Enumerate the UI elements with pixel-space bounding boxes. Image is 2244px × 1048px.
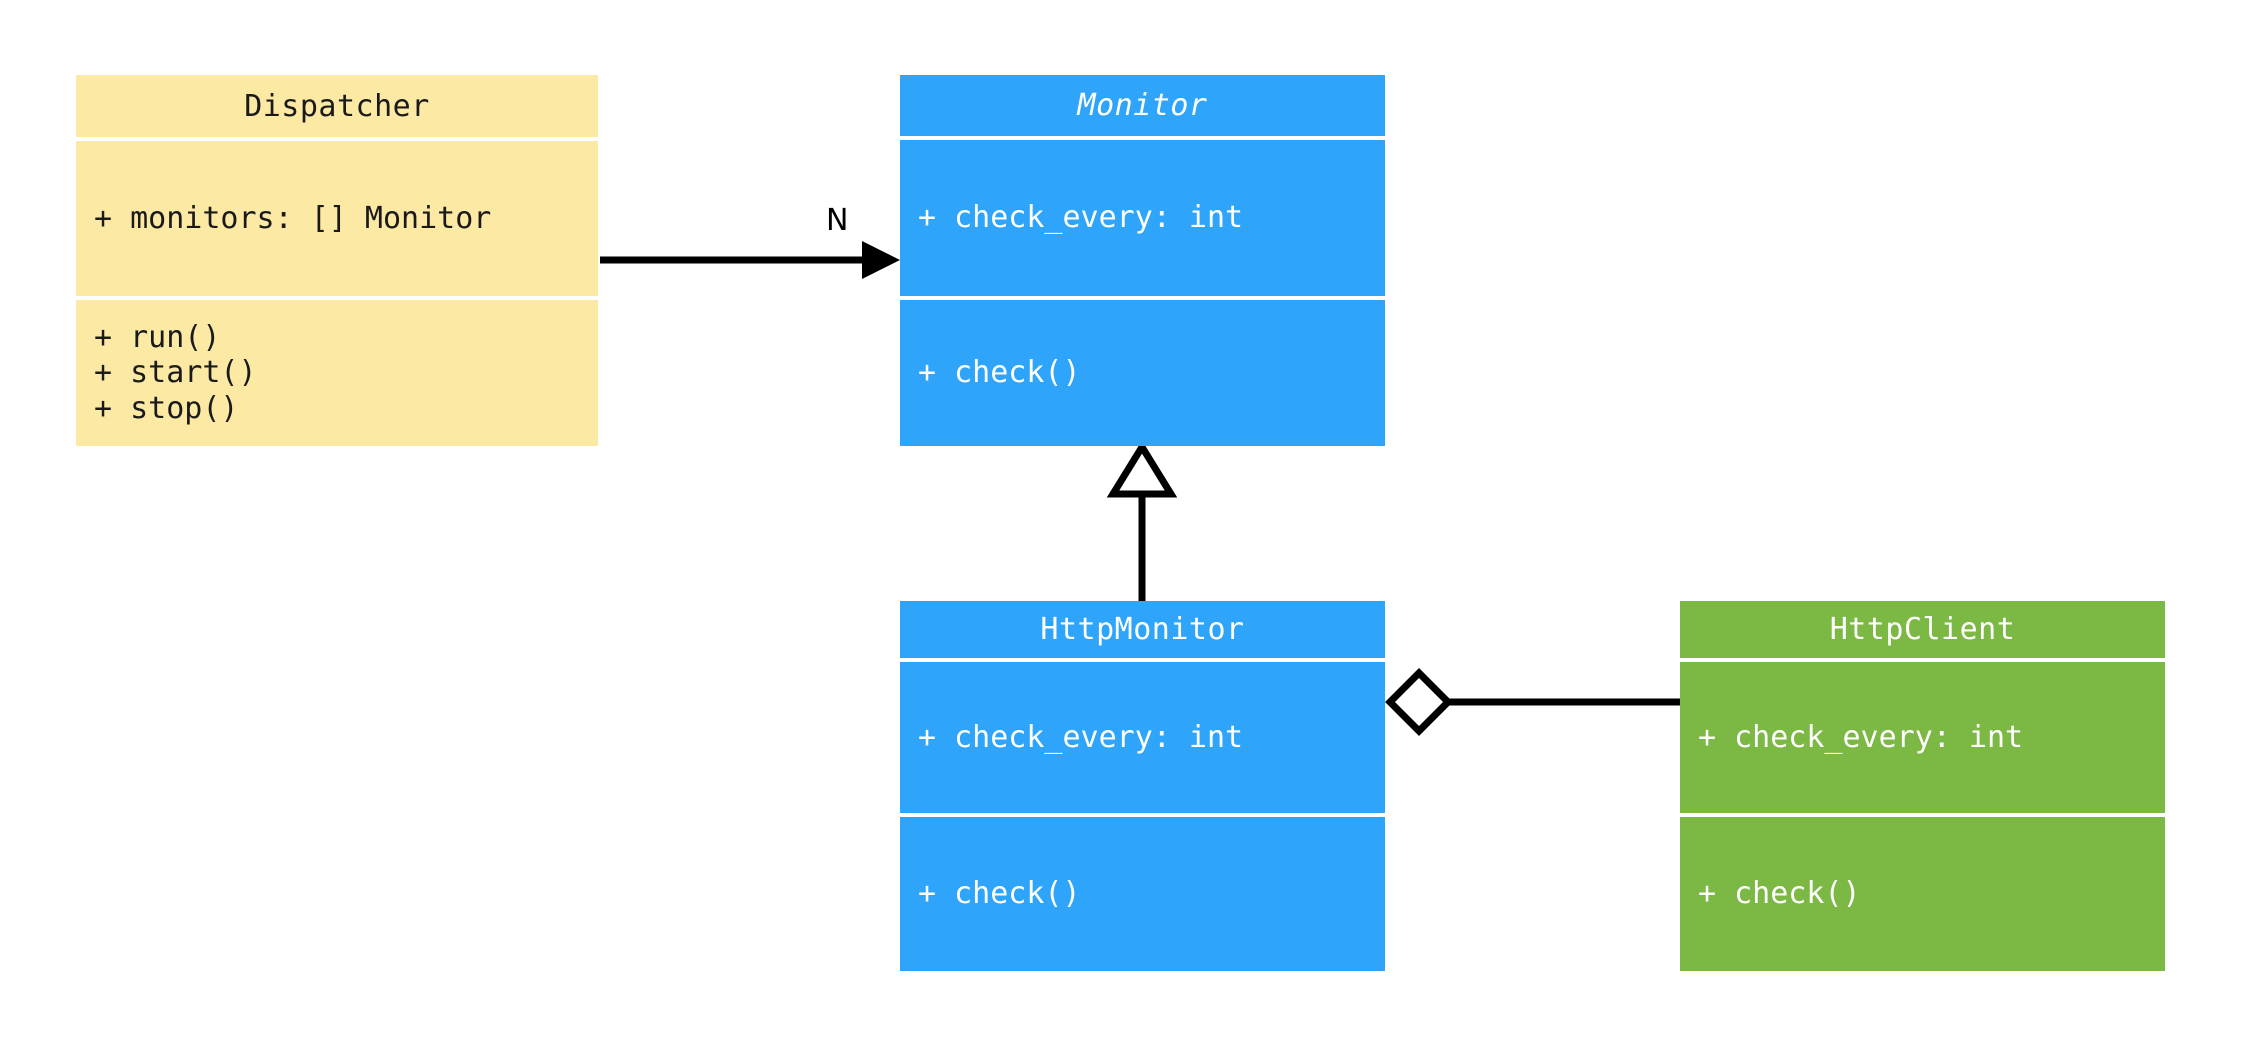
class-title-compartment: Monitor (900, 75, 1385, 136)
uml-class-httpmonitor[interactable]: HttpMonitor + check_every: int + check() (900, 601, 1385, 971)
method-item: + run() (94, 319, 221, 355)
attribute-item: + check_every: int (918, 200, 1244, 236)
aggregation-httpmonitor-httpclient (1385, 668, 1680, 736)
method-item: + check() (918, 355, 1081, 391)
uml-class-monitor[interactable]: Monitor + check_every: int + check() (900, 75, 1385, 446)
filled-arrowhead-icon (862, 241, 900, 279)
association-dispatcher-monitor (600, 241, 900, 279)
attribute-item: + monitors: [] Monitor (94, 200, 492, 236)
class-name-httpmonitor: HttpMonitor (1040, 612, 1245, 647)
class-name-dispatcher: Dispatcher (244, 88, 430, 124)
class-methods-compartment: + check() (900, 300, 1385, 446)
class-methods-compartment: + check() (900, 817, 1385, 971)
method-item: + start() (94, 355, 257, 391)
hollow-triangle-arrowhead-icon (1106, 440, 1178, 498)
class-methods-compartment: + run() + start() + stop() (76, 300, 598, 446)
class-name-monitor: Monitor (1077, 88, 1208, 123)
association-multiplicity-label: N (826, 203, 849, 238)
uml-class-httpclient[interactable]: HttpClient + check_every: int + check() (1680, 601, 2165, 971)
class-methods-compartment: + check() (1680, 817, 2165, 971)
attribute-item: + check_every: int (1698, 719, 2024, 755)
hollow-diamond-icon (1385, 668, 1453, 736)
class-title-compartment: HttpMonitor (900, 601, 1385, 658)
generalization-httpmonitor-monitor (1106, 440, 1178, 601)
uml-class-dispatcher[interactable]: Dispatcher + monitors: [] Monitor + run(… (76, 75, 598, 446)
class-attributes-compartment: + check_every: int (900, 140, 1385, 296)
class-attributes-compartment: + check_every: int (1680, 662, 2165, 813)
class-attributes-compartment: + check_every: int (900, 662, 1385, 813)
class-title-compartment: HttpClient (1680, 601, 2165, 658)
class-attributes-compartment: + monitors: [] Monitor (76, 141, 598, 296)
class-name-httpclient: HttpClient (1829, 612, 2016, 647)
attribute-item: + check_every: int (918, 719, 1244, 755)
class-title-compartment: Dispatcher (76, 75, 598, 137)
method-item: + stop() (94, 390, 239, 426)
method-item: + check() (1698, 876, 1861, 912)
method-item: + check() (918, 876, 1081, 912)
